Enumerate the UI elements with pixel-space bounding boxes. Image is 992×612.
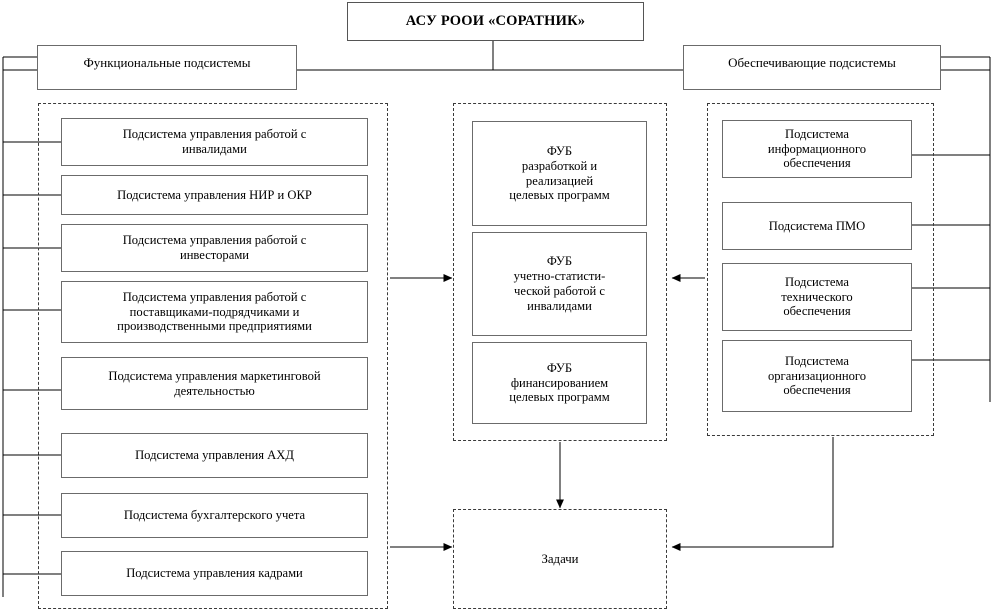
fub-block-3-label: ФУБ финансированием целевых программ <box>509 360 610 405</box>
functional-subsystem-7-label: Подсистема бухгалтерского учета <box>123 508 306 523</box>
tasks-label: Задачи <box>541 552 579 566</box>
functional-subsystem-8[interactable]: Подсистема управления кадрами <box>61 551 368 596</box>
functional-subsystem-3-label: Подсистема управления работой с инвестор… <box>122 233 307 262</box>
supporting-subsystem-1[interactable]: Подсистема информационного обеспечения <box>722 120 912 178</box>
functional-subsystem-6[interactable]: Подсистема управления АХД <box>61 433 368 478</box>
functional-subsystem-2-label: Подсистема управления НИР и ОКР <box>117 187 312 202</box>
supporting-subsystem-1-label: Подсистема информационного обеспечения <box>767 126 867 171</box>
title-box-label: АСУ РООИ «СОРАТНИК» <box>405 12 586 29</box>
fub-block-1-label: ФУБ разработкой и реализацией целевых пр… <box>509 143 610 203</box>
title-box: АСУ РООИ «СОРАТНИК» <box>347 2 644 41</box>
arrow-supporting-to-tasks <box>671 437 834 551</box>
functional-subsystem-7[interactable]: Подсистема бухгалтерского учета <box>61 493 368 538</box>
supporting-subsystem-2-label: Подсистема ПМО <box>768 218 866 233</box>
header-supporting-subsystems-label: Обеспечивающие подсистемы <box>728 55 896 70</box>
functional-subsystem-5-label: Подсистема управления маркетинговой деят… <box>108 368 321 398</box>
group-fub-blocks <box>453 103 667 441</box>
functional-subsystem-1-label: Подсистема управления работой с инвалида… <box>122 127 307 156</box>
supporting-subsystem-3-label: Подсистема технического обеспечения <box>781 274 853 319</box>
fub-block-2-label: ФУБ учетно-статисти- ческой работой с ин… <box>513 254 606 313</box>
supporting-subsystem-4[interactable]: Подсистема организационного обеспечения <box>722 340 912 412</box>
group-tasks: Задачи <box>453 509 667 609</box>
functional-subsystem-4-label: Подсистема управления работой с поставщи… <box>117 289 312 334</box>
group-supporting-subsystems <box>707 103 934 436</box>
supporting-subsystem-2[interactable]: Подсистема ПМО <box>722 202 912 250</box>
group-functional-subsystems <box>38 103 388 609</box>
functional-subsystem-3[interactable]: Подсистема управления работой с инвестор… <box>61 224 368 272</box>
functional-subsystem-8-label: Подсистема управления кадрами <box>126 566 303 581</box>
header-functional-subsystems: Функциональные подсистемы <box>37 45 297 90</box>
header-functional-subsystems-label: Функциональные подсистемы <box>83 55 251 70</box>
header-supporting-subsystems: Обеспечивающие подсистемы <box>683 45 941 90</box>
functional-subsystem-4[interactable]: Подсистема управления работой с поставщи… <box>61 281 368 343</box>
functional-subsystem-2[interactable]: Подсистема управления НИР и ОКР <box>61 175 368 215</box>
functional-subsystem-1[interactable]: Подсистема управления работой с инвалида… <box>61 118 368 166</box>
fub-block-2[interactable]: ФУБ учетно-статисти- ческой работой с ин… <box>472 232 647 336</box>
supporting-subsystem-4-label: Подсистема организационного обеспечения <box>767 353 867 398</box>
fub-block-3[interactable]: ФУБ финансированием целевых программ <box>472 342 647 424</box>
fub-block-1[interactable]: ФУБ разработкой и реализацией целевых пр… <box>472 121 647 226</box>
supporting-subsystem-3[interactable]: Подсистема технического обеспечения <box>722 263 912 331</box>
functional-subsystem-5[interactable]: Подсистема управления маркетинговой деят… <box>61 357 368 410</box>
functional-subsystem-6-label: Подсистема управления АХД <box>135 448 294 463</box>
